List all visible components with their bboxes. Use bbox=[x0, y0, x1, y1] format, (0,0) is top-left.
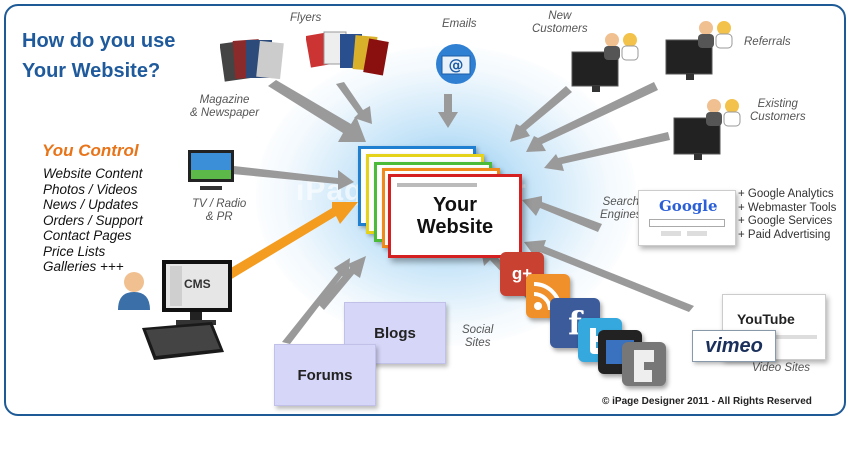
your-website-text: Your Website bbox=[391, 194, 519, 238]
label-search-engines: Search Engines bbox=[600, 196, 642, 222]
arrow-tv bbox=[232, 166, 354, 190]
label-tv: TV / Radio & PR bbox=[192, 198, 246, 224]
foursquare-icon bbox=[622, 342, 666, 386]
arrow-search bbox=[522, 196, 602, 232]
control-item: Website Content bbox=[43, 166, 143, 182]
email-icon: @ bbox=[434, 42, 478, 86]
google-button bbox=[661, 231, 681, 236]
diagram-frame: iPage Designer bbox=[4, 4, 846, 416]
video-text-line bbox=[771, 335, 817, 339]
copyright-text: © iPage Designer 2011 - All Rights Reser… bbox=[602, 396, 812, 407]
control-item: Photos / Videos bbox=[43, 182, 143, 198]
control-item: News / Updates bbox=[43, 197, 143, 213]
label-social-sites: Social Sites bbox=[462, 324, 493, 350]
arrow-existing bbox=[544, 132, 670, 171]
label-flyers: Flyers bbox=[290, 12, 321, 25]
page-title: How do you use Your Website? bbox=[22, 26, 175, 86]
existing-customers-icon bbox=[670, 96, 748, 164]
center-line-1: Your bbox=[391, 194, 519, 216]
cms-computer-icon: CMS bbox=[114, 258, 234, 370]
google-logo: Google bbox=[659, 197, 718, 215]
forums-box: Forums bbox=[274, 344, 376, 406]
tv-icon bbox=[186, 148, 236, 196]
magazine-icon bbox=[220, 34, 286, 92]
label-video-sites: Video Sites bbox=[752, 362, 810, 375]
search-services-list: + Google Analytics + Webmaster Tools + G… bbox=[738, 188, 836, 242]
service-item: + Google Analytics bbox=[738, 188, 836, 202]
your-website-stack: Your Website bbox=[358, 146, 518, 256]
label-referrals: Referrals bbox=[744, 36, 791, 49]
label-existing-customers: Existing Customers bbox=[750, 98, 806, 124]
control-item: Contact Pages bbox=[43, 228, 143, 244]
center-line-2: Website bbox=[391, 216, 519, 238]
service-item: + Google Services bbox=[738, 215, 836, 229]
cms-label: CMS bbox=[184, 277, 211, 291]
arrow-flyers bbox=[336, 82, 372, 124]
service-item: + Paid Advertising bbox=[738, 229, 836, 243]
you-control-title: You Control bbox=[42, 141, 139, 161]
label-emails: Emails bbox=[442, 18, 477, 31]
control-item: Price Lists bbox=[43, 244, 143, 260]
vimeo-logo: vimeo bbox=[692, 330, 776, 362]
new-customers-icon bbox=[568, 30, 646, 94]
youtube-logo: YouTube bbox=[737, 311, 795, 327]
google-search-box bbox=[649, 219, 725, 227]
control-item: Orders / Support bbox=[43, 213, 143, 229]
email-at-symbol: @ bbox=[449, 56, 464, 74]
google-button bbox=[687, 231, 707, 236]
title-line-1: How do you use bbox=[22, 26, 175, 56]
label-magazine: Magazine & Newspaper bbox=[190, 94, 259, 120]
arrow-forums bbox=[282, 258, 350, 344]
title-line-2: Your Website? bbox=[22, 56, 175, 86]
your-website-card: Your Website bbox=[388, 174, 522, 258]
arrow-emails bbox=[438, 94, 458, 128]
flyers-icon bbox=[306, 28, 390, 84]
browser-bar bbox=[397, 183, 477, 187]
service-item: + Webmaster Tools bbox=[738, 202, 836, 216]
referrals-icon bbox=[662, 18, 740, 82]
google-search-screenshot: Google bbox=[638, 190, 736, 246]
